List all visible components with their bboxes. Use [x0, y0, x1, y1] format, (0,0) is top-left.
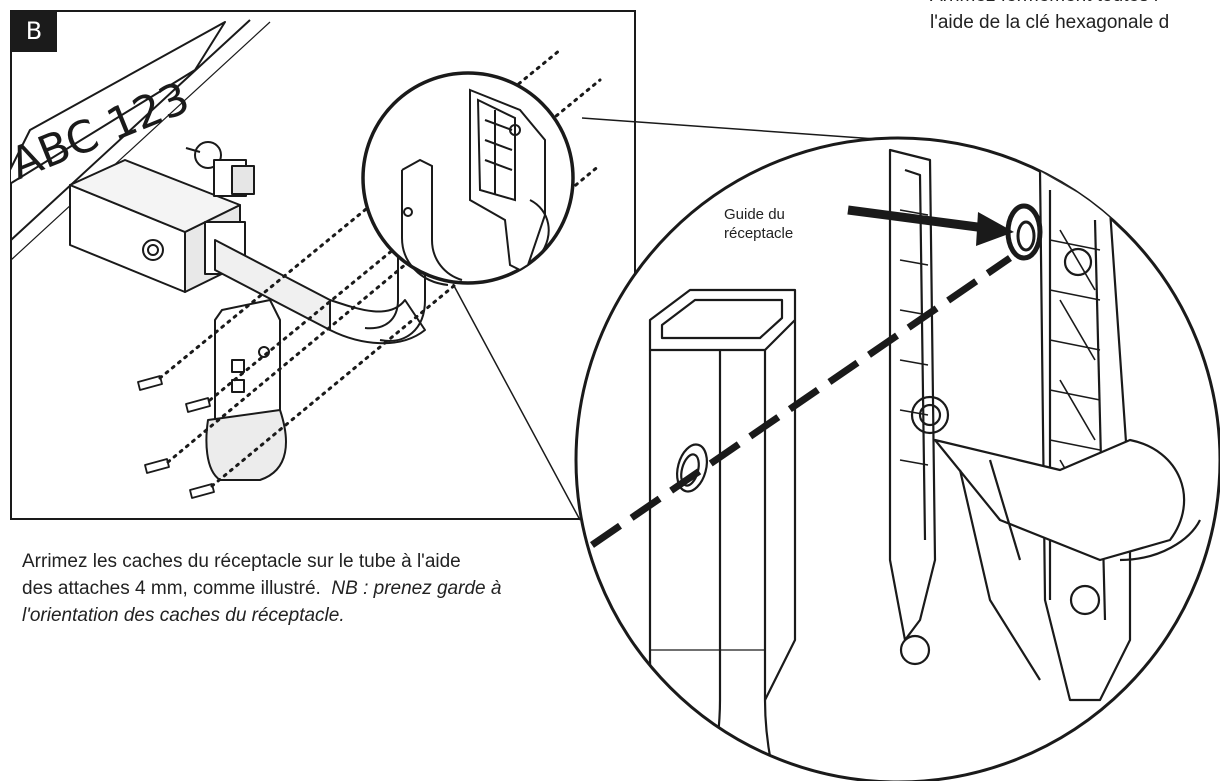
top-instruction-line-1: Arrimez fermement toutes l — [930, 0, 1220, 9]
caption-note-start: NB : prenez garde à — [331, 578, 502, 599]
alignment-dashed-line — [590, 255, 1012, 548]
receptacle-cover — [888, 148, 1201, 702]
exploded-view-panel: ABC 123 — [10, 10, 636, 520]
screw-set — [137, 375, 215, 499]
caption-line-1: Arrimez les caches du réceptacle sur le … — [22, 551, 461, 572]
caption-note-end: l'orientation des caches du réceptacle. — [22, 605, 345, 626]
callout-line-2: réceptacle — [724, 225, 794, 242]
hitch-pin — [185, 141, 255, 197]
zoom-connector-lines — [452, 117, 919, 521]
caption-line-2: des attaches 4 mm, comme illustré. NB : … — [22, 575, 582, 602]
caption-line-3: l'orientation des caches du réceptacle. — [22, 602, 582, 629]
top-instruction-line-2: l'aide de la clé hexagonale d — [930, 12, 1170, 33]
instruction-caption: Arrimez les caches du réceptacle sur le … — [22, 548, 582, 629]
callout-line-1: Guide du — [724, 206, 785, 223]
top-instruction-text: Arrimez fermement toutes l l'aide de la … — [930, 0, 1220, 36]
detail-circle-small — [361, 71, 575, 286]
receptacle-guide-callout: Guide du réceptacle — [724, 205, 844, 243]
caption-line-2-plain: des attaches 4 mm, comme illustré. — [22, 578, 321, 599]
step-badge: B — [11, 11, 57, 52]
detail-circle-large — [574, 136, 1220, 781]
callout-arrow — [847, 205, 1014, 246]
lower-cover — [205, 299, 287, 481]
